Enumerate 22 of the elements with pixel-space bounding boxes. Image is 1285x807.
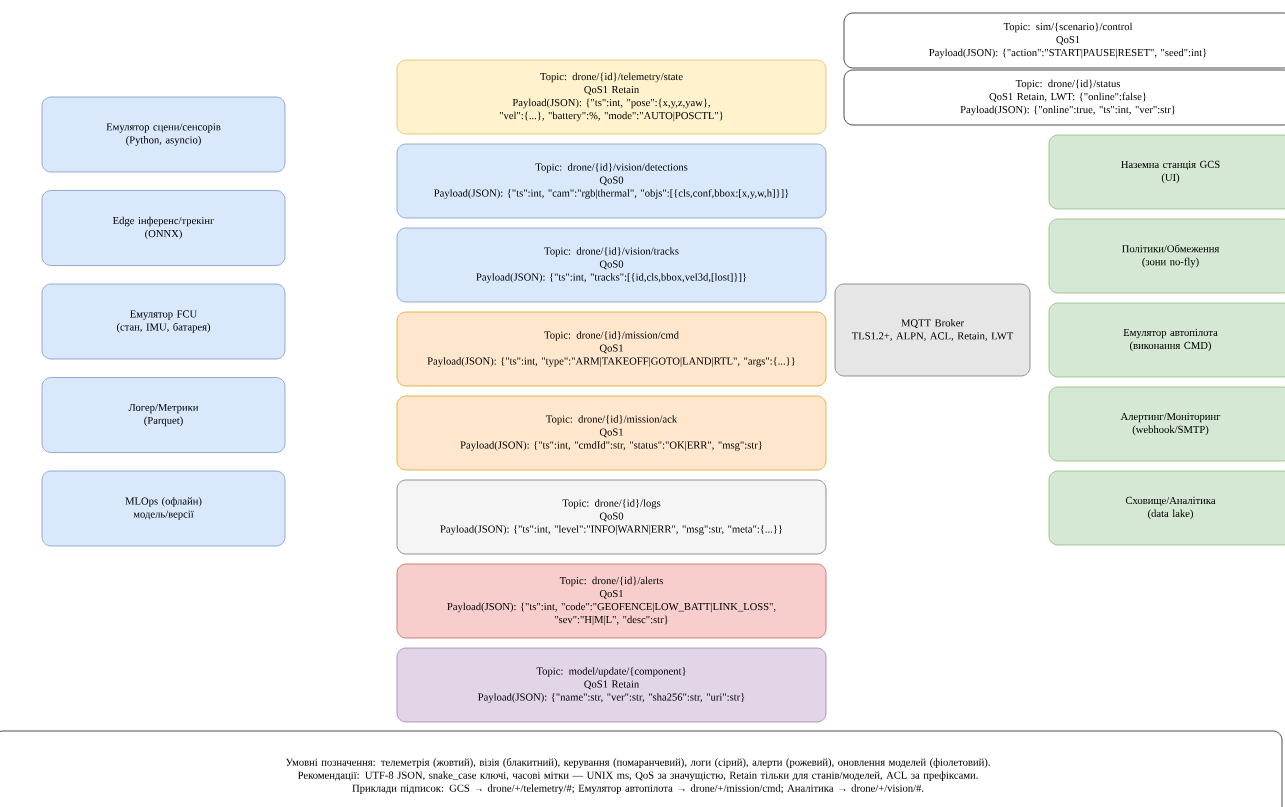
notes-panel: Умовні позначення: телеметрія (жовтий), візія (блакитний), керування (помаранчевий), логи (сірий), алерти (рожевий), оновлення моделей (фіолетовий). Рекомендації: UTF-8 JSON, snake_case ключі, часові мітки — UNIX ms, QoS за значущістю, Retain тільки для станів/моделей, ACL за префіксами. Приклади підписок: GCS → drone/+/telemetry/#; Емулятор автопілота → drone/+/mission/cmd; Аналітика → drone/+/vision/#. bbox=[0, 730, 1283, 807]
topic-box: Topic: drone/{id}/vision/detections QoS0 Payload(JSON): {"ts":int, "cam":"rgb|thermal", "objs":[{cls,conf,bbox:[x,y,w,h]}]} bbox=[396, 143, 827, 219]
component-box: MLOps (офлайн) модель/версії bbox=[41, 470, 286, 547]
topic-box: Topic: drone/{id}/mission/cmd QoS1 Payload(JSON): {"ts":int, "type":"ARM|TAKEOFF|GOTO|LAND|RTL", "args":{...}} bbox=[396, 311, 827, 387]
component-box: Емулятор сцени/сенсорів (Python, asyncio) bbox=[41, 96, 286, 173]
topic-box: Topic: drone/{id}/alerts QoS1 Payload(JSON): {"ts":int, "code":"GEOFENCE|LOW_BATT|LINK_LOSS", "sev":"H|M|L", "desc":str} bbox=[396, 563, 827, 639]
topic-box: Topic: drone/{id}/mission/ack QoS1 Payload(JSON): {"ts":int, "cmdId":str, "status":"OK|ERR", "msg":str} bbox=[396, 395, 827, 471]
topic-box: Topic: drone/{id}/vision/tracks QoS0 Payload(JSON): {"ts":int, "tracks":[{id,cls,bbox,vel3d,[lost]}]} bbox=[396, 227, 827, 303]
component-box: Алертинг/Моніторинг (webhook/SMTP) bbox=[1048, 386, 1285, 462]
component-box: Edge інференс/трекінг (ONNX) bbox=[41, 190, 286, 266]
component-box: Сховище/Аналітика (data lake) bbox=[1048, 470, 1285, 546]
topic-box: Topic: drone/{id}/telemetry/state QoS1 Retain Payload(JSON): {"ts":int, "pose":{x,y,z,yaw}, "vel":{...}, "battery":%, "mode":"AUTO|POSCTL"} bbox=[396, 59, 827, 135]
component-box: Наземна станція GCS (UI) bbox=[1048, 134, 1285, 210]
topic-box: Topic: drone/{id}/logs QoS0 Payload(JSON): {"ts":int, "level":"INFO|WARN|ERR", "msg":str, "meta":{...}} bbox=[396, 479, 827, 555]
component-box: Емулятор FCU (стан, IMU, батарея) bbox=[41, 283, 286, 360]
topic-box: Topic: sim/{scenario}/control QoS1 Payload(JSON): {"action":"START|PAUSE|RESET", "seed":int} bbox=[843, 12, 1285, 69]
topic-box: Topic: drone/{id}/status QoS1 Retain, LWT: {"online":false} Payload(JSON): {"online":true, "ts":int, "ver":str} bbox=[843, 69, 1285, 126]
broker-box: MQTT Broker TLS1.2+, ALPN, ACL, Retain, LWT bbox=[834, 283, 1031, 377]
component-box: Політики/Обмеження (зони no-fly) bbox=[1048, 218, 1285, 294]
component-box: Логер/Метрики (Parquet) bbox=[41, 377, 286, 453]
component-box: Емулятор автопілота (виконання CMD) bbox=[1048, 302, 1285, 378]
topic-box: Topic: model/update/{component} QoS1 Retain Payload(JSON): {"name":str, "ver":str, "sha256":str, "uri":str} bbox=[396, 647, 827, 723]
